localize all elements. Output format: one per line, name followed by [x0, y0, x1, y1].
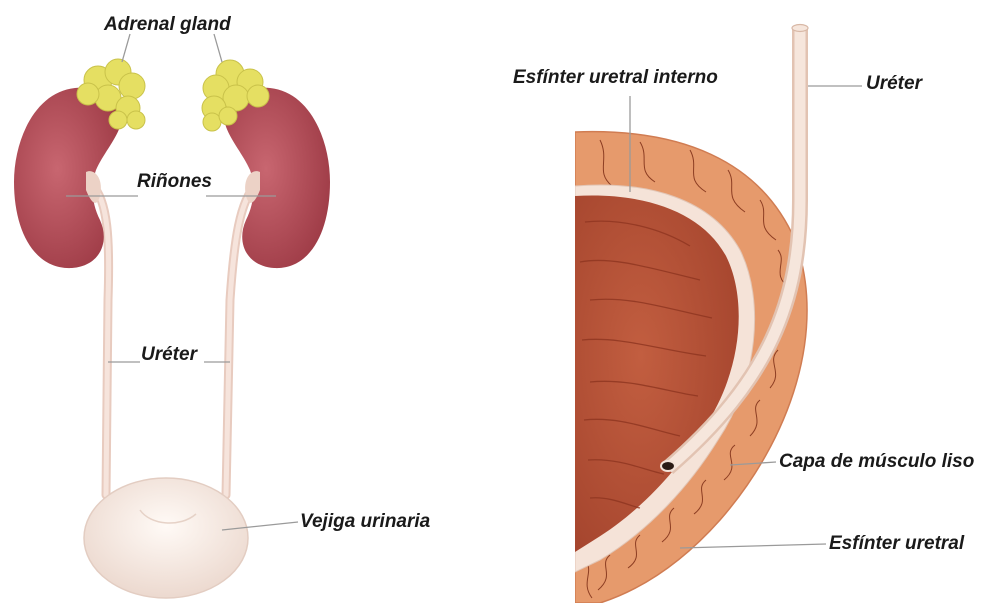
label-adrenal-gland: Adrenal gland — [103, 14, 231, 35]
label-bladder: Vejiga urinaria — [300, 511, 431, 532]
ureteral-opening — [661, 461, 675, 471]
bladder-left — [84, 478, 248, 598]
leader-adrenal-right — [214, 34, 222, 62]
leader-urethral-sphincter — [680, 544, 826, 548]
label-smooth-muscle: Capa de músculo liso — [779, 451, 974, 472]
label-kidneys: Riñones — [137, 171, 212, 192]
bladder-cross-section — [575, 28, 807, 603]
label-ureter-right: Uréter — [866, 73, 924, 94]
ureter-top-opening — [792, 25, 808, 32]
label-ureter-left: Uréter — [141, 344, 199, 365]
label-internal-sphincter: Esfínter uretral interno — [513, 67, 718, 88]
urinary-system-overview — [14, 34, 330, 598]
leader-adrenal-left — [122, 34, 130, 62]
label-urethral-sphincter: Esfínter uretral — [829, 533, 965, 554]
